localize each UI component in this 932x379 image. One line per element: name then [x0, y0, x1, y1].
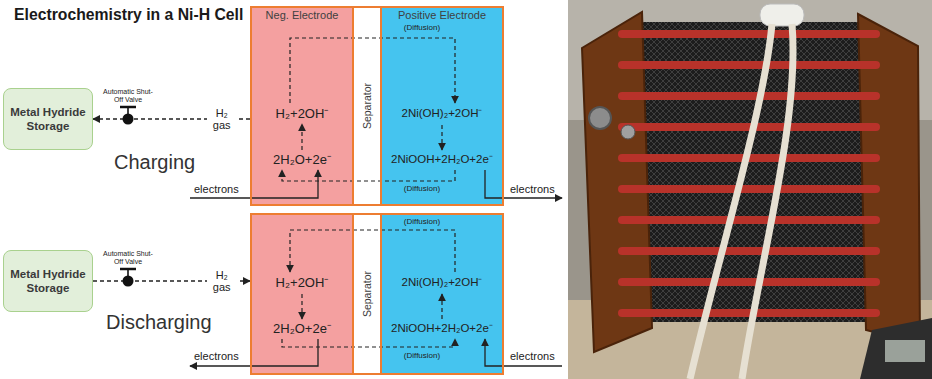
mode-label: Charging [114, 150, 195, 174]
cell-fill [250, 6, 354, 206]
electron-wire [190, 339, 318, 366]
valve-label: Automatic Shut-Off Valve [103, 250, 153, 266]
cell-photo [618, 247, 880, 255]
cell-photo [618, 61, 880, 69]
electron-label: electrons [510, 183, 555, 196]
separator-panel: Separator [354, 6, 380, 206]
storage-box: Metal Hydride Storage [3, 88, 93, 150]
reaction-arrow [282, 38, 455, 347]
reaction-arrow [290, 230, 455, 272]
reaction-arrow [441, 294, 442, 319]
diagram-title: Electrochemistry in a Ni-H Cell [14, 5, 243, 25]
cell-photo [568, 0, 932, 379]
electrode-panel: Neg. ElectrodeH₂+2OH⁻ 2H₂O+2e⁻ [250, 6, 354, 206]
reaction-arrow [282, 170, 455, 181]
reaction-arrow [282, 339, 455, 347]
cell-photo [860, 318, 932, 379]
mode-label: Discharging [106, 310, 212, 334]
electrode-panel: Positive Electrode 2Ni(OH)₂+2OH⁻ 2NiOOH+2H… [380, 6, 504, 206]
reaction-equation: 2H₂O+2e⁻ [252, 321, 352, 336]
reaction-arrow [301, 124, 302, 150]
storage-box: Metal Hydride Storage [3, 250, 93, 312]
cell-photo [618, 30, 880, 38]
electron-wire [190, 170, 318, 198]
cell-photo [618, 278, 880, 286]
diffusion-label: (Diffusion) [404, 351, 440, 360]
panel-heading: Positive Electrode [382, 9, 502, 21]
separator-label: Separator [361, 83, 373, 129]
cell-photo [885, 340, 925, 362]
separator-panel: Separator [354, 213, 380, 375]
cell-photo [618, 309, 880, 317]
reaction-equation: 2NiOOH+2H₂O+2e⁻ [382, 152, 502, 167]
reaction-equation: 2Ni(OH)₂+2OH⁻ [382, 275, 502, 290]
valve-label: Automatic Shut-Off Valve [103, 88, 153, 104]
cell-photo [742, 24, 793, 379]
panel-heading: Neg. Electrode [252, 9, 352, 21]
reaction-equation: 2NiOOH+2H₂O+2e⁻ [382, 321, 502, 336]
edge-label: H₂ gas [207, 268, 237, 294]
valve-symbol [123, 114, 134, 125]
valve-symbol [120, 106, 136, 109]
cell-photo [618, 185, 880, 193]
edge-label: H₂ gas [207, 106, 237, 132]
reaction-equation: 2H₂O+2e⁻ [252, 152, 352, 167]
cell-photo [589, 107, 611, 129]
electron-wire [485, 170, 562, 198]
cell-fill [250, 213, 354, 375]
box-label: Metal Hydride Storage [8, 267, 88, 295]
cell-photo [618, 92, 880, 100]
reaction-equation: H₂+2OH⁻ [252, 275, 352, 290]
separator-label: Separator [361, 271, 373, 317]
cell-photo [760, 4, 804, 26]
cell-fill [354, 213, 380, 375]
diffusion-label: (Diffusion) [404, 217, 440, 226]
cell-photo [690, 24, 772, 379]
reaction-equation: 2Ni(OH)₂+2OH⁻ [382, 106, 502, 121]
electron-label: electrons [194, 183, 239, 196]
cell-fill [354, 6, 380, 206]
electron-label: electrons [194, 350, 239, 363]
electrode-panel: H₂+2OH⁻ 2H₂O+2e⁻ [250, 213, 354, 375]
cell-photo [618, 123, 880, 131]
cell-photo [568, 0, 932, 379]
cell-photo [618, 216, 880, 224]
cell-fill [250, 6, 504, 375]
electron-wire [190, 170, 562, 366]
reaction-equation: H₂+2OH⁻ [252, 106, 352, 121]
electrode-panel: 2Ni(OH)₂+2OH⁻ 2NiOOH+2H₂O+2e⁻ [380, 213, 504, 375]
reaction-arrow [441, 125, 442, 150]
diffusion-label: (Diffusion) [404, 23, 440, 32]
cell-photo [621, 125, 635, 139]
box-label: Metal Hydride Storage [8, 105, 88, 133]
diffusion-label: (Diffusion) [404, 184, 440, 193]
valve-symbol [120, 268, 136, 271]
electron-wire [485, 339, 562, 366]
electron-label: electrons [510, 350, 555, 363]
valve-symbol [123, 276, 134, 287]
reaction-arrow [301, 294, 302, 319]
